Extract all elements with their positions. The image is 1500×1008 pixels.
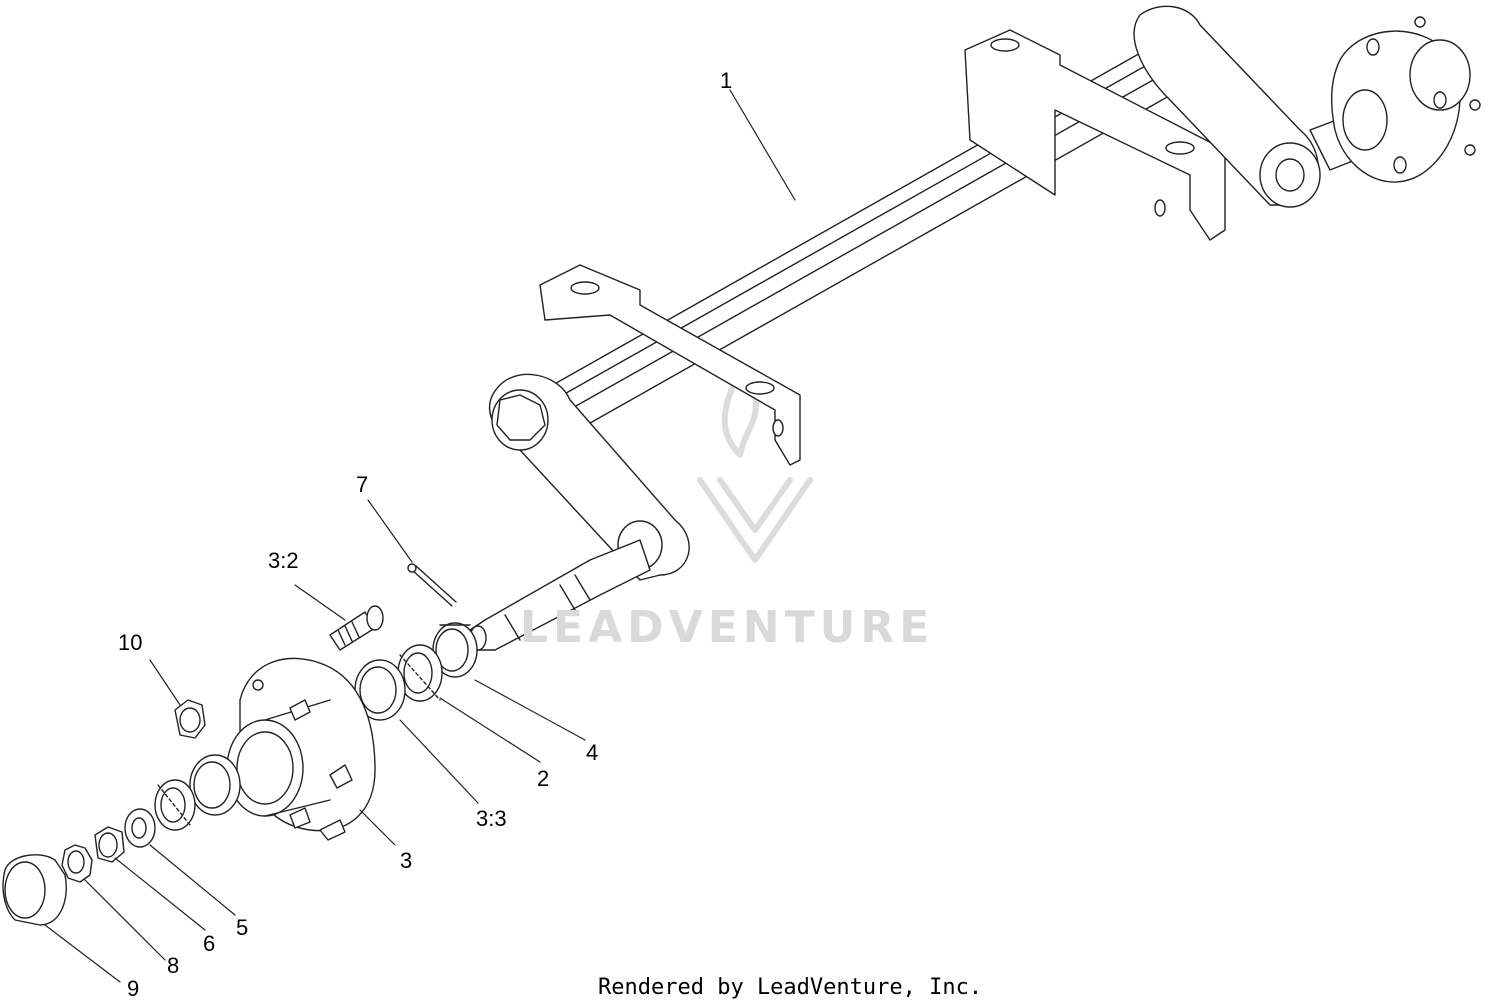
lug-nut (174, 699, 206, 739)
bearing-cone-2 (397, 644, 443, 702)
torsion-arm-left (489, 373, 690, 581)
mounting-bracket-right (964, 29, 1226, 241)
bearing-race-3-3 (354, 659, 406, 721)
bearing-race-4 (432, 622, 478, 678)
callout-3: 3 (400, 848, 413, 873)
callout-8: 8 (167, 953, 180, 978)
callout-7: 7 (356, 472, 369, 497)
callout-9: 9 (127, 976, 140, 1001)
watermark-text: LEADVENTURE (520, 602, 935, 653)
callout-6: 6 (203, 931, 216, 956)
watermark-logo-icon (697, 369, 813, 563)
callout-1: 1 (720, 68, 733, 93)
washer (124, 808, 156, 848)
cotter-pin (407, 563, 457, 607)
callout-10: 10 (118, 630, 143, 655)
callout-3-3: 3:3 (476, 806, 507, 831)
leader-lines (44, 89, 796, 983)
dust-cap (2, 854, 67, 926)
outer-race (189, 754, 241, 816)
hub-assembly (226, 657, 376, 841)
torsion-arm-right (1133, 5, 1321, 208)
mounting-bracket-left (539, 264, 801, 466)
spindle-left (469, 539, 651, 651)
axle-tube (534, 24, 1216, 441)
callout-4: 4 (586, 740, 599, 765)
nut-retainer (61, 844, 93, 883)
hub-right (1309, 16, 1481, 183)
outer-bearing-cone (154, 779, 196, 831)
spindle-nut (94, 826, 125, 863)
callout-3-2: 3:2 (268, 548, 299, 573)
wheel-stud (329, 605, 384, 651)
callout-2: 2 (537, 766, 550, 791)
callout-5: 5 (236, 915, 249, 940)
footer-credit: Rendered by LeadVenture, Inc. (598, 975, 983, 1000)
